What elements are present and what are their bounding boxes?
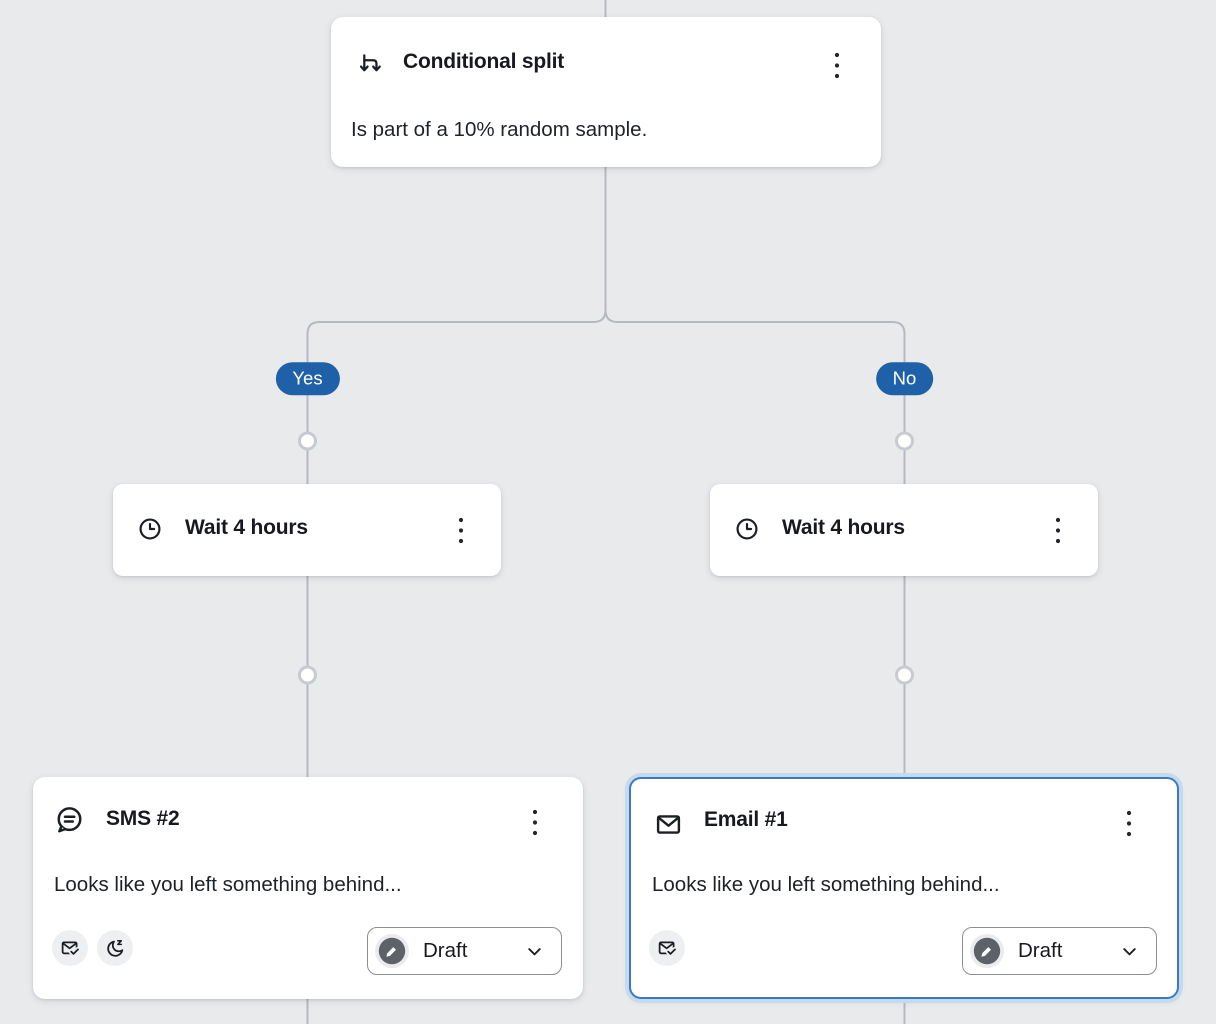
status-dropdown-button[interactable]: Draft (367, 927, 562, 975)
kebab-icon (834, 52, 840, 78)
node-title: SMS #2 (106, 807, 180, 830)
branch-badge-no: No (875, 361, 934, 396)
mail-check-icon (52, 930, 88, 966)
node-title: Conditional split (403, 50, 565, 73)
kebab-menu-button[interactable] (449, 515, 473, 545)
sms-card[interactable]: SMS #2 Looks like you left something beh… (33, 777, 583, 999)
pencil-draft-icon (970, 934, 1004, 968)
wait-card-right[interactable]: Wait 4 hours (710, 484, 1098, 576)
status-dropdown-button[interactable]: Draft (962, 927, 1157, 975)
conditional-split-card[interactable]: Conditional split Is part of a 10% rando… (331, 17, 881, 167)
chevron-down-icon (528, 947, 541, 955)
pencil-draft-icon (375, 934, 409, 968)
node-title: Wait 4 hours (782, 516, 905, 539)
kebab-icon (532, 809, 538, 835)
message-preview: Looks like you left something behind... (652, 873, 1000, 896)
status-label: Draft (423, 939, 468, 962)
mail-check-icon (649, 930, 685, 966)
kebab-menu-button[interactable] (825, 50, 849, 80)
node-description: Is part of a 10% random sample. (351, 118, 648, 141)
split-arrows-icon (357, 52, 384, 79)
chevron-down-icon (1123, 947, 1136, 955)
kebab-menu-button[interactable] (523, 807, 547, 837)
branch-badge-yes: Yes (275, 361, 340, 396)
clock-icon (734, 516, 760, 542)
clock-icon (137, 516, 163, 542)
node-title: Wait 4 hours (185, 516, 308, 539)
envelope-icon (654, 810, 683, 839)
kebab-menu-button[interactable] (1117, 808, 1141, 838)
message-preview: Looks like you left something behind... (54, 873, 402, 896)
kebab-icon (458, 517, 464, 543)
chat-bubble-icon (54, 805, 84, 835)
kebab-menu-button[interactable] (1046, 515, 1070, 545)
wait-card-left[interactable]: Wait 4 hours (113, 484, 501, 576)
email-card[interactable]: Email #1 Looks like you left something b… (629, 777, 1179, 999)
connector-port[interactable] (298, 431, 914, 685)
kebab-icon (1055, 517, 1061, 543)
quiet-hours-moon-icon (97, 930, 133, 966)
kebab-icon (1126, 810, 1132, 836)
status-label: Draft (1018, 939, 1063, 962)
node-title: Email #1 (704, 808, 788, 831)
